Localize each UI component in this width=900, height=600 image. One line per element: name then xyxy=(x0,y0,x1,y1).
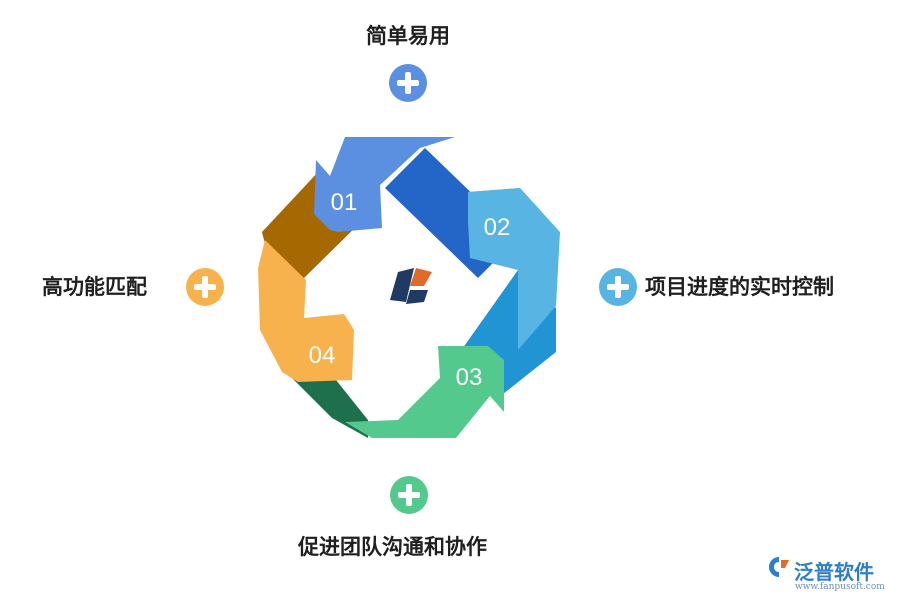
number-04: 04 xyxy=(309,342,336,369)
label-03: 促进团队沟通和协作 xyxy=(298,535,487,559)
label-02: 项目进度的实时控制 xyxy=(645,275,834,299)
arrow-04 xyxy=(258,240,354,382)
company-logo xyxy=(390,268,432,304)
watermark-url: www.fanpusoft.com xyxy=(795,582,885,592)
number-02: 02 xyxy=(484,214,511,241)
number-01: 01 xyxy=(331,189,358,216)
label-01: 简单易用 xyxy=(366,24,450,48)
plus-icon-top xyxy=(389,64,427,102)
number-03: 03 xyxy=(456,364,483,391)
plus-icon-bottom xyxy=(390,476,428,514)
watermark-brand: 泛普软件 xyxy=(794,560,874,584)
watermark-logo-icon xyxy=(768,556,790,578)
label-04: 高功能匹配 xyxy=(42,275,147,299)
arrow-02-head xyxy=(468,188,540,236)
arrow-01 xyxy=(314,137,455,232)
arrow-03 xyxy=(345,346,504,438)
plus-icon-left xyxy=(186,268,224,306)
plus-icon-right xyxy=(599,268,637,306)
